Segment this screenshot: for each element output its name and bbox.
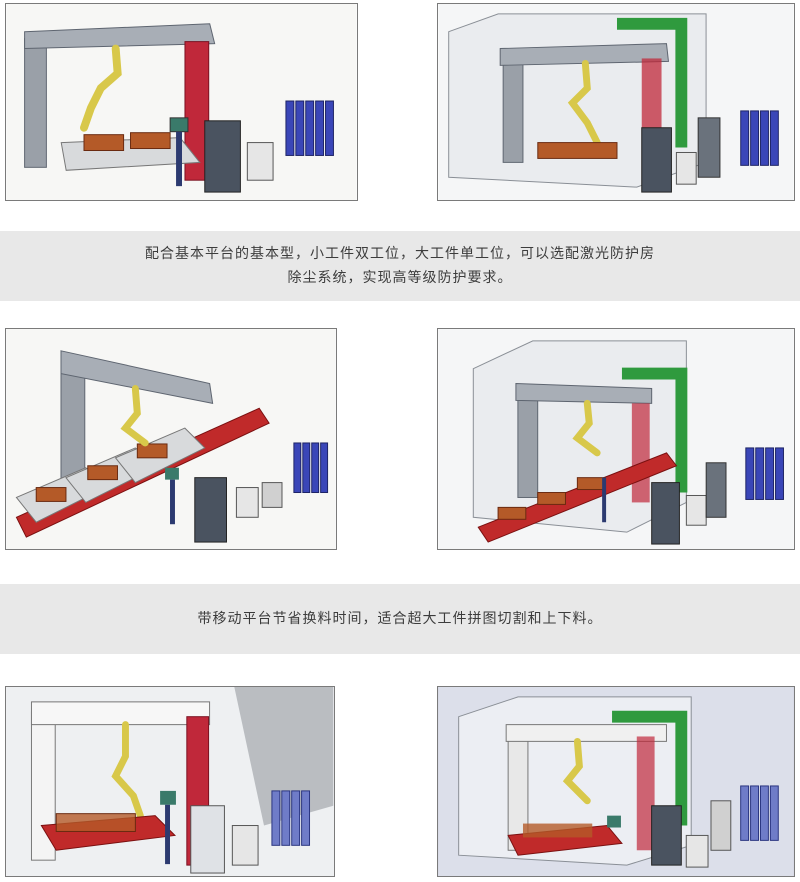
- illustration-gantry-basic-enclosed: [437, 3, 795, 201]
- caption-moving-platform-line1: 带移动平台节省换料时间，适合超大工件拼图切割和上下料。: [197, 611, 603, 627]
- illustration-gantry-moving-platform-enclosed: [437, 328, 795, 550]
- caption-basic-type-line2: 除尘系统，实现高等级防护要求。: [287, 270, 513, 286]
- illustration-gantry-large-workpiece-enclosed: [437, 686, 795, 877]
- caption-basic-type-line1: 配合基本平台的基本型，小工件双工位，大工件单工位，可以选配激光防护房: [145, 246, 655, 262]
- moving-platform-drawing: [6, 329, 336, 549]
- illustration-gantry-large-workpiece: [5, 686, 335, 877]
- caption-basic-type: 配合基本平台的基本型，小工件双工位，大工件单工位，可以选配激光防护房 除尘系统，…: [0, 231, 800, 301]
- gantry-enclosed-drawing: [438, 4, 794, 200]
- illustration-gantry-basic: [5, 3, 358, 201]
- large-workpiece-enclosed-drawing: [438, 687, 794, 876]
- large-workpiece-drawing: [6, 687, 334, 876]
- illustration-gantry-moving-platform: [5, 328, 337, 550]
- caption-moving-platform: 带移动平台节省换料时间，适合超大工件拼图切割和上下料。: [0, 584, 800, 654]
- moving-platform-enclosed-drawing: [438, 329, 794, 549]
- gantry-basic-drawing: [6, 4, 357, 200]
